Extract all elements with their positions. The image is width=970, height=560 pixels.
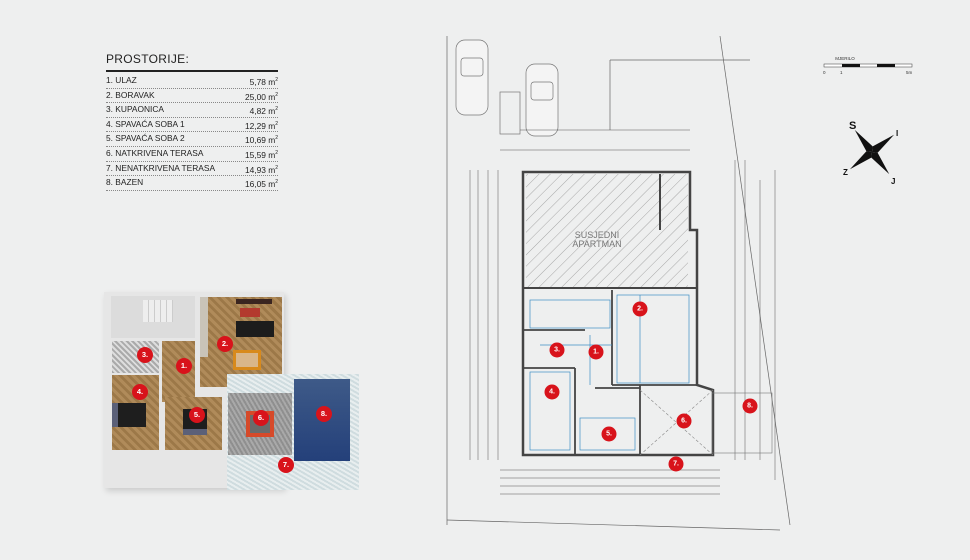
room-name: 6. NATKRIVENA TERASA	[106, 147, 204, 158]
plan-marker-1: 1.	[588, 344, 604, 360]
neighbor-apartment-label-2: APARTMAN	[572, 239, 621, 249]
table-row: 5. SPAVAĆA SOBA 2 10,69 m2	[106, 132, 278, 147]
room-name: 4. SPAVAĆA SOBA 1	[106, 118, 185, 129]
room-name: 2. BORAVAK	[106, 89, 155, 100]
compass-rose-icon	[849, 129, 895, 175]
room-name: 8. BAZEN	[106, 177, 144, 188]
building-walls	[521, 170, 773, 457]
room-area: 14,93 m2	[244, 164, 278, 175]
table-row: 3. KUPAONICA 4,82 m2	[106, 103, 278, 118]
room-name: 5. SPAVAĆA SOBA 2	[106, 133, 185, 144]
room-area: 12,29 m2	[244, 120, 278, 131]
room-area: 4,82 m2	[249, 105, 278, 116]
table-row: 6. NATKRIVENA TERASA 15,59 m2	[106, 147, 278, 162]
room-area: 25,00 m2	[244, 91, 278, 102]
neighbor-apartment-label: SUSJEDNI	[575, 230, 620, 240]
parked-cars	[455, 39, 559, 137]
room-area: 15,59 m2	[244, 149, 278, 160]
dimension-lines	[469, 129, 776, 495]
scale-bar: MJERILO 0 1 5m	[823, 56, 913, 75]
plan-marker-2: 2.	[632, 301, 648, 317]
svg-text:5m: 5m	[906, 70, 913, 75]
plan-marker-4: 4.	[544, 384, 560, 400]
rooms-legend-table: PROSTORIJE: 1. ULAZ 5,78 m2 2. BORAVAK 25,…	[106, 52, 278, 191]
room-name: 1. ULAZ	[106, 75, 137, 85]
table-row: 4. SPAVAĆA SOBA 1 12,29 m2	[106, 118, 278, 133]
room-name: 3. KUPAONICA	[106, 104, 165, 115]
compass-north-label: S	[849, 120, 856, 132]
table-row: 7. NENATKRIVENA TERASA 14,93 m2	[106, 162, 278, 177]
svg-text:MJERILO: MJERILO	[835, 56, 855, 61]
table-row: 1. ULAZ 5,78 m2	[106, 74, 278, 89]
table-row: 8. BAZEN 16,05 m2	[106, 176, 278, 191]
svg-text:0: 0	[823, 70, 826, 75]
room-area: 5,78 m2	[249, 76, 278, 87]
room-area: 10,69 m2	[244, 135, 278, 146]
room-name: 7. NENATKRIVENA TERASA	[106, 162, 216, 173]
compass-south-label: J	[891, 177, 895, 186]
rooms-table-title: PROSTORIJE:	[106, 52, 190, 66]
table-row: 2. BORAVAK 25,00 m2	[106, 89, 278, 104]
room-area: 16,05 m2	[244, 178, 278, 189]
plan-marker-3: 3.	[549, 342, 565, 358]
plan-marker-5: 5.	[601, 426, 617, 442]
compass-west-label: Z	[843, 168, 848, 177]
plot-boundary	[446, 35, 791, 531]
plan-marker-8: 8.	[742, 398, 758, 414]
plan-marker-6: 6.	[676, 413, 692, 429]
compass-east-label: I	[896, 129, 898, 138]
svg-text:1: 1	[840, 70, 843, 75]
plan-marker-7: 7.	[668, 456, 684, 472]
title-divider	[106, 70, 278, 72]
